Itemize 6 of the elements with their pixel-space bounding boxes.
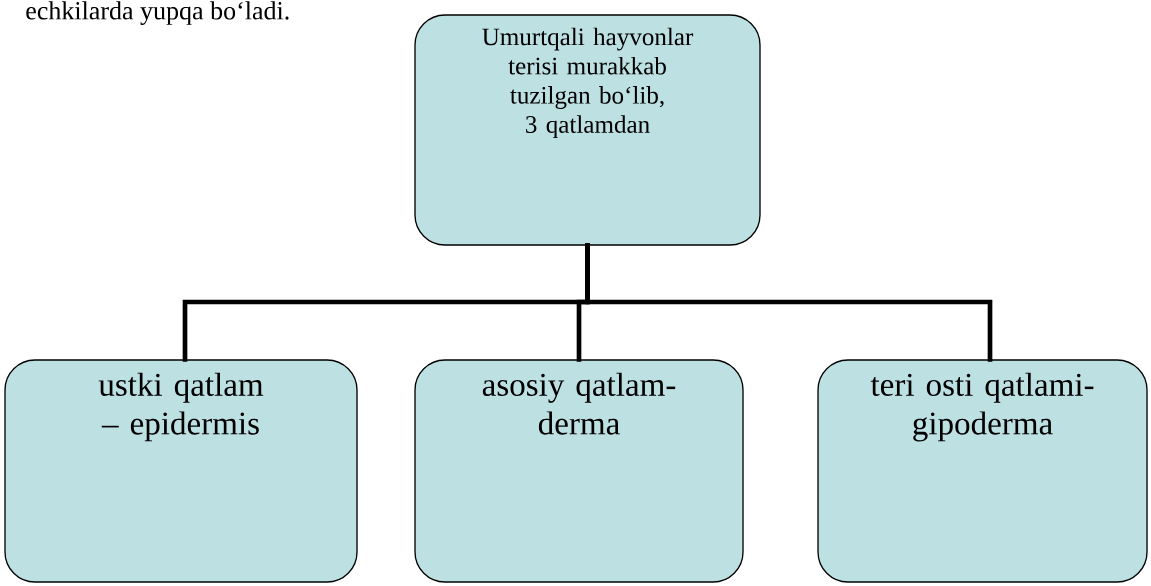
connector-line	[585, 243, 993, 362]
rounded-box: teri osti qatlami-gipoderma	[817, 359, 1148, 583]
rounded-box: asosiy qatlam-derma	[414, 359, 744, 583]
rounded-box: ustki qatlam – epidermis	[4, 359, 358, 583]
caption-text: echkilarda yupqa bo‘ladi.	[26, 1, 289, 25]
rounded-box: Umurtqali hayvonlar terisi murakkab tuzilgan bo‘lib, 3 qatlamdan	[414, 14, 761, 246]
